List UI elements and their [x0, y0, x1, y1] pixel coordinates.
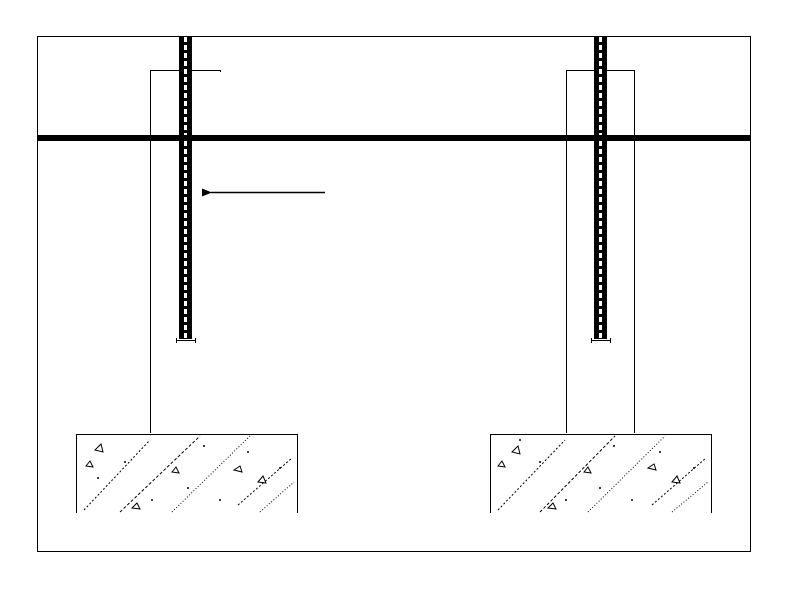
horizontal-beam [37, 135, 751, 141]
left-footing [76, 434, 298, 513]
right-dowel-bar [591, 37, 611, 343]
left-column-outline [150, 70, 221, 433]
right-footing [490, 434, 712, 513]
left-pier [76, 37, 298, 513]
drawing-frame [37, 36, 751, 552]
right-pier [490, 37, 712, 513]
left-dowel-bar [176, 37, 196, 343]
